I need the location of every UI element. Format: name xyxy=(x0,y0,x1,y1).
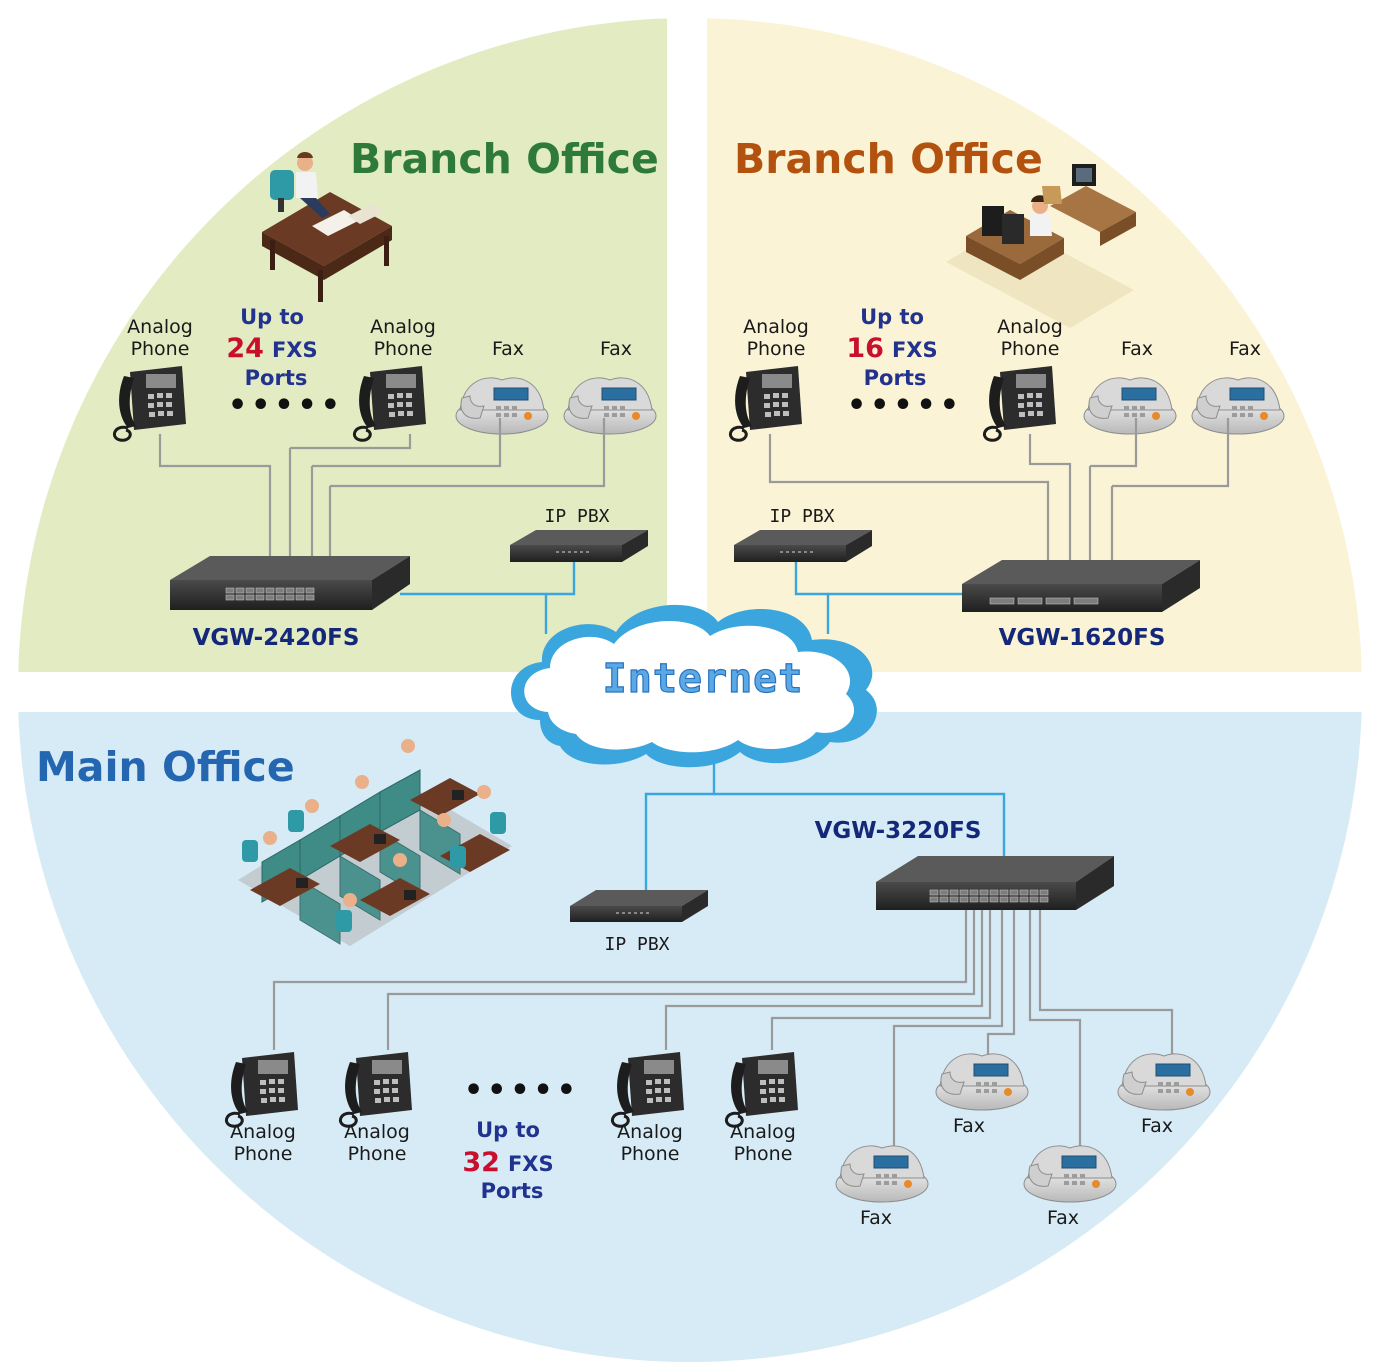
orange-fax-1 xyxy=(1083,377,1177,435)
orange-fax-2 xyxy=(1191,377,1285,435)
main-office-illustration xyxy=(238,739,512,946)
main-fax-4-label: Fax xyxy=(1047,1207,1079,1229)
internet-label: Internet xyxy=(603,656,804,702)
main-fax-2-label: Fax xyxy=(1141,1115,1173,1137)
main-fax-2 xyxy=(1117,1053,1211,1111)
green-fax-2-label: Fax xyxy=(600,338,632,360)
vgw-3220fs-device xyxy=(876,856,1114,910)
orange-ports-word: Ports xyxy=(864,366,927,390)
main-office-title: Main Office xyxy=(36,743,295,791)
main-office-area xyxy=(18,712,1362,1362)
internet-cloud: Internet xyxy=(511,604,877,768)
branch-office-illustration xyxy=(946,164,1136,328)
main-fax-3 xyxy=(835,1145,929,1203)
main-ellipsis: ••••• xyxy=(464,1073,580,1108)
green-fax-2 xyxy=(563,377,657,435)
green-wires xyxy=(158,418,606,560)
orange-branch-title: Branch Office xyxy=(734,135,1043,183)
vgw-3220fs-label: VGW-3220FS xyxy=(815,818,982,844)
orange-ip-pbx-device xyxy=(734,530,872,562)
orange-up-to: Up to xyxy=(860,305,924,329)
main-wires xyxy=(272,910,1174,1152)
main-up-to: Up to xyxy=(476,1118,540,1142)
green-ip-pbx-device xyxy=(510,530,648,562)
branch-desk-illustration xyxy=(262,152,392,302)
green-fax-1-label: Fax xyxy=(492,338,524,360)
vgw-2420fs-device xyxy=(170,556,410,610)
orange-wires xyxy=(768,418,1230,560)
main-ports-word: Ports xyxy=(481,1179,544,1203)
green-ellipsis: ••••• xyxy=(228,388,344,423)
green-up-to: Up to xyxy=(240,305,304,329)
main-fax-4 xyxy=(1023,1145,1117,1203)
orange-fax-2-label: Fax xyxy=(1229,338,1261,360)
main-fax-1-label: Fax xyxy=(953,1115,985,1137)
orange-fax-1-label: Fax xyxy=(1121,338,1153,360)
green-ports-word: Ports xyxy=(245,366,308,390)
vgw-1620fs-label: VGW-1620FS xyxy=(999,625,1166,651)
green-branch-title: Branch Office xyxy=(350,135,659,183)
internet-links xyxy=(400,562,1006,892)
green-ip-pbx-label: IP PBX xyxy=(544,506,609,527)
main-fax-3-label: Fax xyxy=(860,1207,892,1229)
main-ip-pbx-device xyxy=(570,890,708,922)
main-ip-pbx-label: IP PBX xyxy=(604,934,669,955)
green-fax-1 xyxy=(455,377,549,435)
orange-ellipsis: ••••• xyxy=(847,388,963,423)
main-fax-1 xyxy=(935,1053,1029,1111)
vgw-2420fs-label: VGW-2420FS xyxy=(193,625,360,651)
orange-ip-pbx-label: IP PBX xyxy=(769,506,834,527)
vgw-1620fs-device xyxy=(962,560,1200,612)
